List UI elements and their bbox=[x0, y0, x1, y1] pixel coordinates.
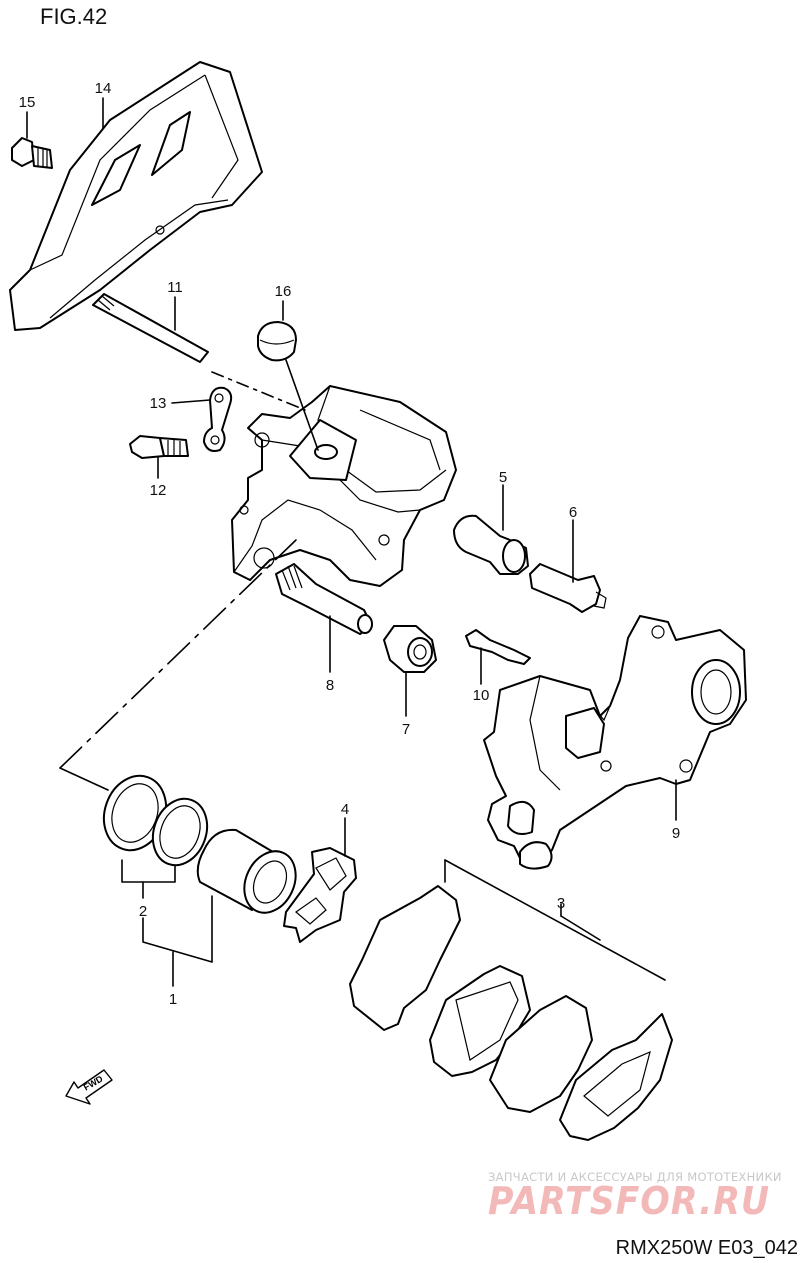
callout-7[interactable]: 7 bbox=[402, 721, 410, 738]
part-3-brake-pads[interactable] bbox=[349, 885, 673, 1141]
leader-lines bbox=[26, 97, 677, 987]
callout-6[interactable]: 6 bbox=[569, 504, 577, 521]
watermark-logo: PARTSFOR.RU bbox=[488, 1179, 770, 1223]
part-16-cap[interactable] bbox=[257, 321, 297, 362]
part-8-slide-pin[interactable] bbox=[275, 563, 373, 635]
part-15-bolt[interactable] bbox=[11, 137, 53, 169]
part-2-seals[interactable] bbox=[94, 767, 216, 873]
callout-9[interactable]: 9 bbox=[672, 825, 680, 842]
part-4-shim[interactable] bbox=[283, 847, 357, 943]
callout-13[interactable]: 13 bbox=[150, 395, 167, 412]
part-5-boot[interactable] bbox=[453, 514, 529, 575]
watermark: ЗАПЧАСТИ И АКСЕССУАРЫ ДЛЯ МОТОТЕХНИКИ PA… bbox=[488, 1170, 782, 1223]
caliper-body[interactable] bbox=[231, 385, 457, 587]
callout-1[interactable]: 1 bbox=[169, 991, 177, 1008]
fwd-arrow-icon: FWD bbox=[65, 1069, 113, 1105]
part-12-bleeder-valve[interactable] bbox=[129, 435, 189, 459]
figure-title: FIG.42 bbox=[40, 4, 107, 29]
part-14-caliper-guard[interactable] bbox=[9, 61, 263, 331]
part-13-pad-spring[interactable] bbox=[203, 386, 233, 452]
callout-11[interactable]: 11 bbox=[167, 279, 183, 296]
part-10-pad-spring[interactable] bbox=[465, 629, 531, 665]
callout-15[interactable]: 15 bbox=[19, 94, 36, 111]
callout-8[interactable]: 8 bbox=[326, 677, 334, 694]
watermark-tagline: ЗАПЧАСТИ И АКСЕССУАРЫ ДЛЯ МОТОТЕХНИКИ bbox=[488, 1170, 782, 1184]
callout-12[interactable]: 12 bbox=[150, 482, 167, 499]
callout-14[interactable]: 14 bbox=[95, 80, 112, 97]
part-7-boot[interactable] bbox=[383, 625, 437, 673]
part-9-caliper-bracket[interactable] bbox=[483, 615, 747, 870]
callout-16[interactable]: 16 bbox=[275, 283, 292, 300]
callout-labels: 1 2 3 4 5 6 7 8 9 10 11 12 13 14 15 16 bbox=[19, 80, 681, 1008]
callout-10[interactable]: 10 bbox=[473, 687, 490, 704]
part-6-bolt[interactable] bbox=[529, 563, 607, 613]
callout-4[interactable]: 4 bbox=[341, 801, 349, 818]
callout-5[interactable]: 5 bbox=[499, 469, 507, 486]
callout-2[interactable]: 2 bbox=[139, 903, 147, 920]
part-1-piston[interactable] bbox=[196, 828, 306, 921]
callout-3[interactable]: 3 bbox=[557, 895, 565, 912]
diagram-code: RMX250W E03_042 bbox=[616, 1237, 798, 1259]
part-11-pin[interactable] bbox=[92, 293, 209, 363]
